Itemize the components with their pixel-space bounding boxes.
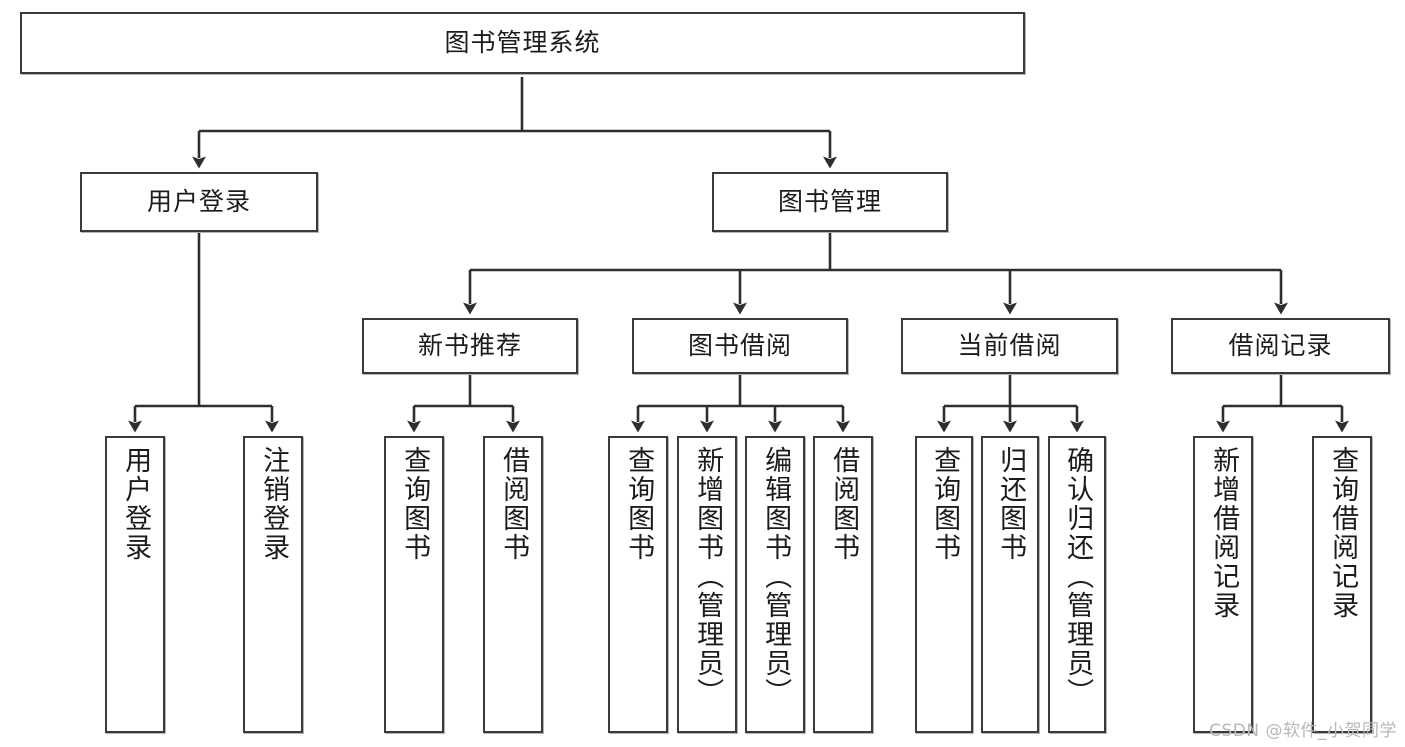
node-new-book-recommend-label: 新书推荐 — [417, 331, 522, 361]
leaf-query-record-label: 查询借阅记录 — [1327, 446, 1359, 620]
leaf-add-book-label: 新增图书（管理员） — [692, 446, 724, 707]
leaf-confirm-return[interactable]: 确认归还（管理员） — [1048, 436, 1106, 733]
leaf-query-book-3-label: 查询图书 — [929, 446, 961, 562]
node-book-manage[interactable]: 图书管理 — [712, 172, 948, 232]
leaf-edit-book-label: 编辑图书（管理员） — [760, 446, 792, 707]
leaf-add-record[interactable]: 新增借阅记录 — [1193, 436, 1253, 733]
node-user-login-label: 用户登录 — [146, 187, 251, 217]
leaf-add-record-label: 新增借阅记录 — [1208, 446, 1240, 620]
leaf-query-book-2-label: 查询图书 — [623, 446, 655, 562]
leaf-borrow-book-1-label: 借阅图书 — [498, 446, 530, 562]
leaf-query-book-2[interactable]: 查询图书 — [608, 436, 668, 733]
leaf-confirm-return-label: 确认归还（管理员） — [1062, 446, 1094, 707]
node-book-borrow[interactable]: 图书借阅 — [632, 318, 848, 374]
leaf-query-record[interactable]: 查询借阅记录 — [1312, 436, 1372, 733]
leaf-logout-label: 注销登录 — [258, 446, 290, 562]
node-borrow-record[interactable]: 借阅记录 — [1171, 318, 1390, 374]
leaf-user-login-label: 用户登录 — [120, 446, 152, 562]
leaf-return-book[interactable]: 归还图书 — [981, 436, 1039, 733]
node-book-borrow-label: 图书借阅 — [687, 331, 792, 361]
node-root-label: 图书管理系统 — [444, 28, 601, 58]
csdn-watermark: CSDN @软件_小贺同学 — [1209, 721, 1397, 741]
node-new-book-recommend[interactable]: 新书推荐 — [362, 318, 578, 374]
leaf-user-login[interactable]: 用户登录 — [105, 436, 165, 733]
node-book-manage-label: 图书管理 — [777, 187, 882, 217]
node-current-borrow-label: 当前借阅 — [957, 331, 1062, 361]
node-user-login[interactable]: 用户登录 — [80, 172, 318, 232]
leaf-add-book[interactable]: 新增图书（管理员） — [677, 436, 737, 733]
leaf-borrow-book-2-label: 借阅图书 — [828, 446, 860, 562]
node-borrow-record-label: 借阅记录 — [1228, 331, 1333, 361]
leaf-borrow-book-2[interactable]: 借阅图书 — [813, 436, 873, 733]
leaf-query-book-1[interactable]: 查询图书 — [384, 436, 444, 733]
leaf-borrow-book-1[interactable]: 借阅图书 — [483, 436, 543, 733]
node-current-borrow[interactable]: 当前借阅 — [901, 318, 1118, 374]
leaf-query-book-1-label: 查询图书 — [399, 446, 431, 562]
leaf-logout[interactable]: 注销登录 — [243, 436, 303, 733]
node-root[interactable]: 图书管理系统 — [20, 12, 1025, 74]
leaf-query-book-3[interactable]: 查询图书 — [915, 436, 973, 733]
leaf-edit-book[interactable]: 编辑图书（管理员） — [745, 436, 805, 733]
leaf-return-book-label: 归还图书 — [995, 446, 1027, 562]
